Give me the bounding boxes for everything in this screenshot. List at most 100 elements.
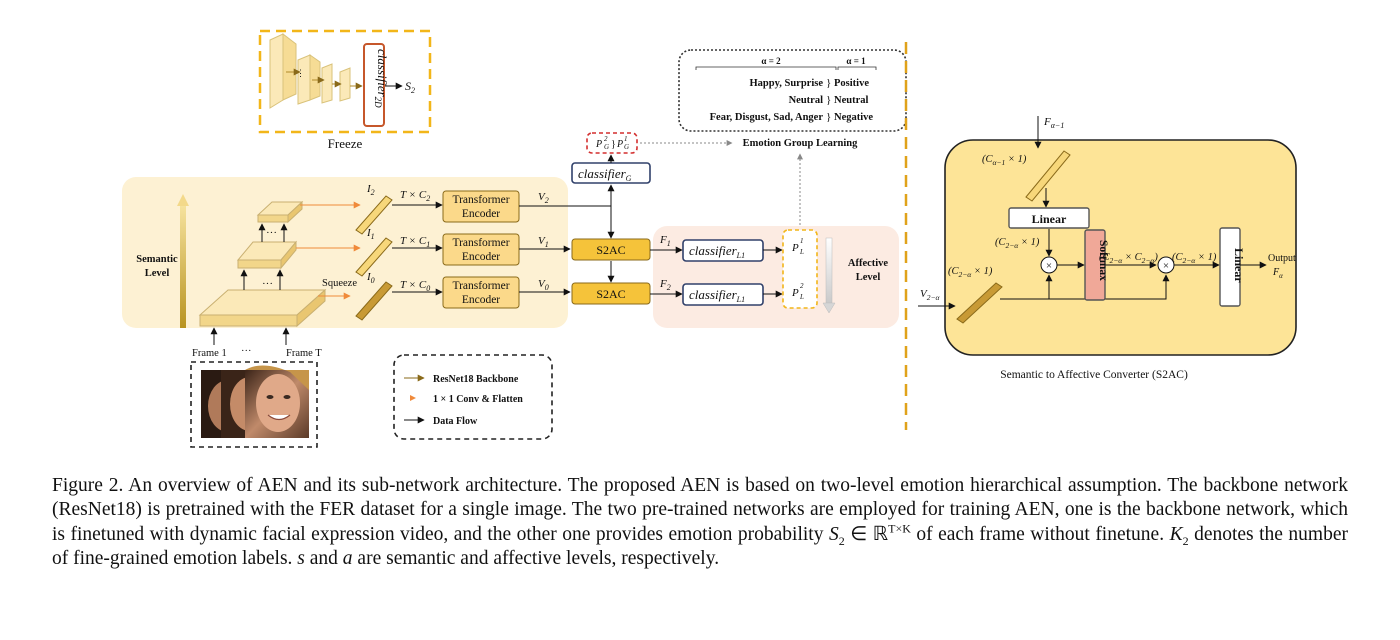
legend-box: ResNet18 Backbone 1 × 1 Conv & Flatten D…: [393, 354, 553, 440]
svg-text:I2: I2: [366, 183, 375, 197]
input-video-frames: [190, 361, 318, 448]
classifier-l1-box-2: classifierL1: [682, 283, 764, 306]
svg-text:Encoder: Encoder: [462, 294, 500, 306]
group-row2-left: Neutral: [789, 95, 823, 106]
svg-text:classifier2D: classifier2D: [373, 49, 390, 108]
feature-vectors: I2 I1 I0: [355, 183, 393, 321]
transformer-encoder-2: Transformer Encoder: [442, 190, 520, 223]
svg-text:(C2−α × 1): (C2−α × 1): [948, 266, 993, 279]
s2ac-caption: Semantic to Affective Converter (S2AC): [1000, 369, 1188, 381]
svg-text:G: G: [624, 143, 629, 151]
freeze-box: ⋮ classifier2D S2 Freeze: [258, 29, 432, 151]
svg-text:×: ×: [1163, 260, 1169, 272]
svg-text:(C2−α × 1): (C2−α × 1): [1172, 252, 1217, 265]
svg-text:P: P: [791, 287, 799, 299]
tc1-label: T × C1: [400, 235, 430, 249]
svg-text:Encoder: Encoder: [462, 251, 500, 263]
svg-text:}: }: [826, 77, 831, 89]
pl-box: P 1 L P 2 L: [782, 229, 818, 309]
legend-backbone: ResNet18 Backbone: [433, 374, 519, 385]
output-label: Output: [1268, 253, 1296, 264]
affective-level-label-1: Affective: [848, 258, 889, 269]
frame-1-label: Frame 1: [192, 348, 227, 359]
classifier-g-box: classifierG: [571, 162, 651, 184]
svg-text:Transformer: Transformer: [452, 280, 509, 292]
alpha1-label: α = 1: [846, 56, 866, 66]
svg-text:Transformer: Transformer: [452, 194, 509, 206]
tc2-label: T × C2: [400, 189, 430, 203]
svg-text:···: ···: [266, 227, 277, 239]
squeeze-label: Squeeze: [322, 278, 357, 289]
tc0-label: T × C0: [400, 279, 430, 293]
svg-text:(Cα−1 × 1): (Cα−1 × 1): [982, 154, 1027, 167]
svg-text:F2: F2: [659, 278, 671, 292]
svg-text:P: P: [791, 242, 799, 254]
alpha2-label: α = 2: [761, 56, 781, 66]
frame-t-label: Frame T: [286, 348, 322, 359]
emotion-group-box: α = 2 α = 1 Happy, Surprise } Positive N…: [678, 49, 907, 132]
svg-text:1: 1: [624, 135, 628, 143]
svg-text:1: 1: [800, 237, 804, 245]
linear-right: Linear: [1232, 248, 1246, 283]
classifier-l1-box-1: classifierL1: [682, 239, 764, 262]
svg-text:I1: I1: [366, 227, 375, 241]
freeze-classifier-label: classifier: [375, 49, 390, 98]
pg-box: P G 2 } P G 1: [586, 132, 638, 154]
svg-text:L: L: [799, 248, 804, 256]
transformer-encoder-1: Transformer Encoder: [442, 233, 520, 266]
figure-caption: Figure 2. An overview of AEN and its sub…: [52, 475, 1349, 570]
group-row1-right: Positive: [834, 78, 869, 89]
emotion-group-learning-label: Emotion Group Learning: [743, 138, 858, 149]
svg-text:P: P: [616, 139, 623, 150]
linear-top: Linear: [1032, 212, 1067, 226]
svg-text:Transformer: Transformer: [452, 237, 509, 249]
group-row3-left: Fear, Disgust, Sad, Anger: [710, 112, 824, 123]
svg-text:L: L: [799, 293, 804, 301]
svg-text:S2AC: S2AC: [596, 243, 625, 257]
svg-text:2: 2: [604, 135, 608, 143]
softmax-label: Softmax: [1097, 240, 1109, 281]
group-row3-right: Negative: [834, 112, 873, 123]
svg-text:S2: S2: [405, 79, 415, 95]
legend-conv: 1 × 1 Conv & Flatten: [433, 394, 523, 405]
svg-text:Encoder: Encoder: [462, 208, 500, 220]
svg-text:classifierG: classifierG: [578, 166, 632, 183]
group-row1-left: Happy, Surprise: [749, 78, 823, 89]
semantic-level-label-2: Level: [145, 268, 170, 279]
architecture-figure: ⋮ classifier2D S2 Freeze α = 2 α = 1 Hap…: [122, 29, 1297, 448]
svg-text:classifierL1: classifierL1: [689, 287, 745, 304]
freeze-label: Freeze: [328, 136, 363, 151]
svg-text:Fα: Fα: [1272, 267, 1283, 280]
svg-text:G: G: [604, 143, 609, 151]
svg-text:P: P: [595, 139, 602, 150]
svg-text:classifierL1: classifierL1: [689, 243, 745, 260]
backbone-pyramid: ··· ···: [198, 200, 361, 345]
s2ac-box-2: S2AC: [571, 282, 651, 305]
svg-text:}: }: [826, 111, 831, 123]
svg-text:V2−α: V2−α: [920, 288, 941, 302]
svg-text:⋮: ⋮: [296, 68, 305, 78]
frame-dots: ···: [241, 346, 252, 357]
svg-text:(C2−α × 1): (C2−α × 1): [995, 237, 1040, 250]
group-row2-right: Neutral: [834, 95, 868, 106]
svg-text:×: ×: [1046, 260, 1052, 272]
svg-text:F1: F1: [659, 234, 671, 248]
svg-text:V2: V2: [538, 191, 549, 205]
svg-text:Fα−1: Fα−1: [1043, 116, 1064, 130]
semantic-level-label-1: Semantic: [136, 254, 178, 265]
svg-text:V1: V1: [538, 235, 549, 249]
svg-text:I0: I0: [366, 271, 375, 285]
freeze-output: S: [405, 79, 411, 93]
svg-text:}: }: [826, 94, 831, 106]
s2ac-box-1: S2AC: [571, 238, 651, 261]
svg-text:V0: V0: [538, 278, 549, 292]
svg-text:2: 2: [800, 282, 804, 290]
svg-text:S2AC: S2AC: [596, 287, 625, 301]
softmax-shape: (C2−α × C2−α): [1099, 252, 1158, 265]
transformer-encoder-0: Transformer Encoder: [442, 276, 520, 309]
svg-text:···: ···: [262, 278, 273, 290]
legend-data-flow: Data Flow: [433, 416, 478, 427]
affective-level-label-2: Level: [856, 272, 881, 283]
s2ac-detail: Fα−1 (Cα−1 × 1) Linear (C2−α × 1) × (C2−…: [918, 116, 1297, 356]
svg-text:}: }: [611, 139, 616, 150]
